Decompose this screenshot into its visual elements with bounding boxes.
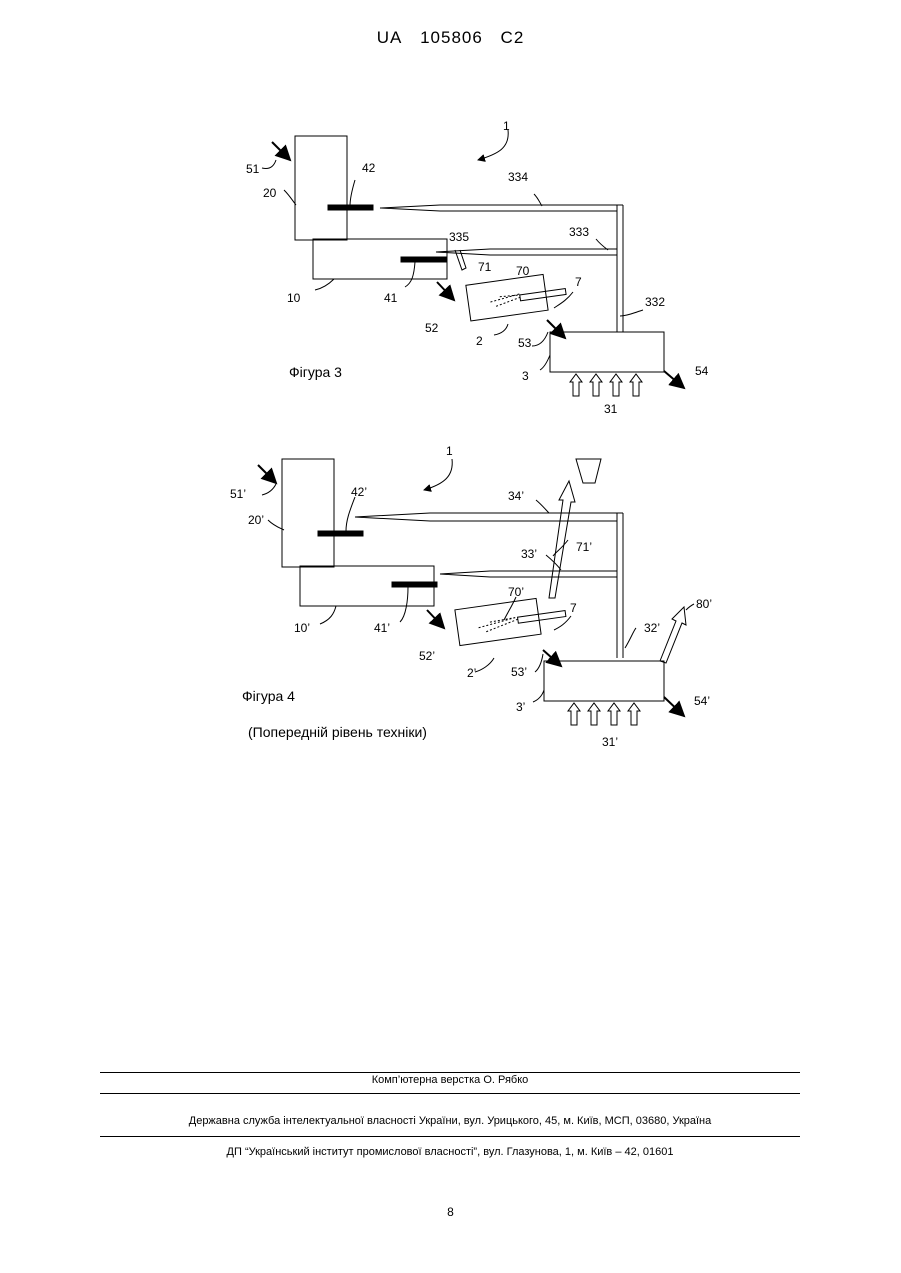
discharge-arrow-54-prime <box>664 697 684 716</box>
ref-1-prime-arrow <box>424 459 452 490</box>
fig3-label-7: 7 <box>575 275 582 289</box>
fig3-label-70: 70 <box>516 264 530 278</box>
figure-3-labels: 1 51 42 20 334 333 335 71 70 7 10 41 332… <box>246 119 709 416</box>
footer-institute: ДП “Український інститут промислової вла… <box>100 1146 800 1158</box>
fig3-label-333: 333 <box>569 225 589 239</box>
box-3 <box>550 332 664 372</box>
duct-333 <box>436 249 617 255</box>
fig3-label-20: 20 <box>263 186 277 200</box>
bar-41 <box>401 257 446 262</box>
fig4-label-34: 34’ <box>508 489 524 503</box>
fig4-label-70: 70’ <box>508 585 524 599</box>
fig3-label-1: 1 <box>503 119 510 133</box>
fig3-label-71: 71 <box>478 260 492 274</box>
reactor-2 <box>466 272 568 321</box>
fig3-label-41: 41 <box>384 291 398 305</box>
fig4-label-71: 71’ <box>576 540 592 554</box>
fig3-label-3: 3 <box>522 369 529 383</box>
fig3-label-51: 51 <box>246 162 260 176</box>
feed-arrow-53-prime <box>543 650 561 666</box>
riser-332 <box>617 205 623 332</box>
inlet-arrows-31-prime <box>568 703 640 725</box>
footer-typesetting: Комп’ютерна верстка О. Рябко <box>100 1074 800 1086</box>
fig3-label-52: 52 <box>425 321 439 335</box>
reactor-2-prime <box>455 595 568 646</box>
fig3-label-53: 53 <box>518 336 532 350</box>
riser-32-prime <box>617 513 623 658</box>
fig4-label-41: 41’ <box>374 621 390 635</box>
fig4-label-31: 31’ <box>602 735 618 749</box>
box-3-prime <box>544 661 664 701</box>
figure-3 <box>262 130 684 396</box>
ref-1-arrow <box>478 130 508 160</box>
fig3-label-10: 10 <box>287 291 301 305</box>
footer-agency: Державна служба інтелектуальної власност… <box>100 1115 800 1127</box>
fig3-label-334: 334 <box>508 170 528 184</box>
fig4-label-42: 42’ <box>351 485 367 499</box>
fig4-label-3: 3’ <box>516 700 525 714</box>
figure-4 <box>258 459 694 725</box>
footer-rule-bottom <box>100 1136 800 1137</box>
feed-arrow-52 <box>437 282 454 300</box>
figure-4-labels: 1 51’ 42’ 20’ 34’ 71’ 33’ 10’ 41’ 70’ 7 … <box>230 444 712 749</box>
feed-arrow-52-prime <box>427 610 444 628</box>
fig4-label-53: 53’ <box>511 665 527 679</box>
vent-80-prime <box>660 607 686 663</box>
page-number: 8 <box>0 1205 901 1219</box>
fig4-label-80: 80’ <box>696 597 712 611</box>
fig3-label-31: 31 <box>604 402 618 416</box>
footer-rule-top <box>100 1072 800 1073</box>
footer-rule-middle <box>100 1093 800 1094</box>
hopper <box>576 459 601 483</box>
fig4-label-51: 51’ <box>230 487 246 501</box>
fig4-label-7: 7 <box>570 601 577 615</box>
block-20-prime <box>282 459 334 567</box>
feed-arrow-51-prime <box>258 465 276 483</box>
fig4-label-33: 33’ <box>521 547 537 561</box>
fig4-label-54: 54’ <box>694 694 710 708</box>
feed-arrow-51 <box>272 142 290 160</box>
discharge-arrow-54 <box>664 371 684 388</box>
fig3-label-332: 332 <box>645 295 665 309</box>
bar-41-prime <box>392 582 437 587</box>
fig3-label-54: 54 <box>695 364 709 378</box>
fig3-label-2: 2 <box>476 334 483 348</box>
fig4-label-20: 20’ <box>248 513 264 527</box>
duct-334 <box>380 205 623 211</box>
fig4-label-2: 2’ <box>467 666 476 680</box>
stack-71-prime <box>549 481 575 598</box>
fig4-label-1: 1 <box>446 444 453 458</box>
fig4-label-10: 10’ <box>294 621 310 635</box>
bar-42-prime <box>318 531 363 536</box>
fig3-label-42: 42 <box>362 161 376 175</box>
fig4-label-52: 52’ <box>419 649 435 663</box>
patent-drawings: 1 51 42 20 334 333 335 71 70 7 10 41 332… <box>0 0 901 800</box>
duct-34-prime <box>355 513 623 521</box>
figure-4-caption: Фігура 4 <box>242 688 295 704</box>
duct-33-prime <box>440 571 617 577</box>
figure-3-caption: Фігура 3 <box>289 364 342 380</box>
inlet-arrows-31 <box>570 374 642 396</box>
fig4-label-32: 32’ <box>644 621 660 635</box>
fig3-label-335: 335 <box>449 230 469 244</box>
block-20 <box>295 136 347 240</box>
figure-4-subcaption: (Попередній рівень техніки) <box>248 724 427 740</box>
